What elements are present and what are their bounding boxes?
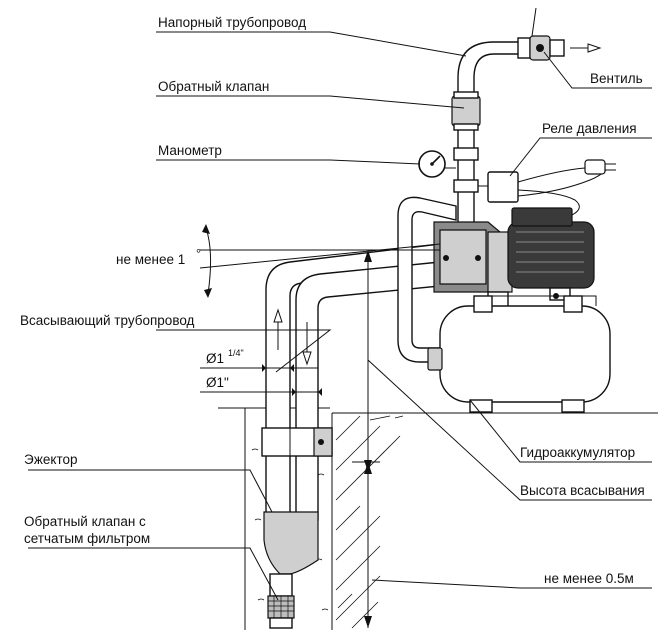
label-slope: не менее 1 — [116, 252, 185, 267]
dimension-diameters — [200, 364, 322, 396]
suction-pipes — [261, 243, 441, 629]
label-accumulator: Гидроаккумулятор — [520, 445, 635, 460]
label-suction-height: Высота всасывания — [520, 483, 645, 498]
ground-hatching — [335, 415, 404, 629]
dimension-slope — [199, 224, 441, 298]
label-min-depth: не менее 0.5м — [544, 571, 634, 586]
ejector-body — [263, 511, 319, 575]
label-check-valve-filter-1: Обратный клапан с — [24, 514, 146, 529]
check-valve-body — [269, 573, 293, 597]
label-pressure-pipe: Напорный трубопровод — [158, 15, 306, 30]
pressure-relay — [478, 159, 616, 216]
label-pressure-relay: Реле давления — [542, 121, 637, 136]
label-suction-pipe: Всасывающий трубопровод — [20, 313, 195, 328]
plug — [584, 159, 606, 175]
label-gauge: Манометр — [158, 143, 222, 158]
label-slope-degree: ° — [196, 247, 201, 261]
label-valve: Вентиль — [590, 71, 643, 86]
accumulator — [427, 295, 611, 413]
label-diameter-large: Ø1 — [206, 351, 224, 366]
dimension-min-depth — [352, 461, 380, 628]
label-diameter-small: Ø1" — [206, 375, 229, 390]
label-ejector: Эжектор — [24, 452, 78, 467]
pressure-pipe — [451, 7, 602, 231]
label-diameter-large-frac: 1/4" — [228, 348, 244, 358]
label-check-valve: Обратный клапан — [158, 79, 269, 94]
pressure-gauge — [418, 150, 456, 178]
flow-arrows — [273, 308, 312, 366]
leader-lines — [28, 31, 652, 601]
pump — [433, 207, 595, 309]
label-check-valve-filter-2: сетчатым фильтром — [24, 531, 150, 546]
